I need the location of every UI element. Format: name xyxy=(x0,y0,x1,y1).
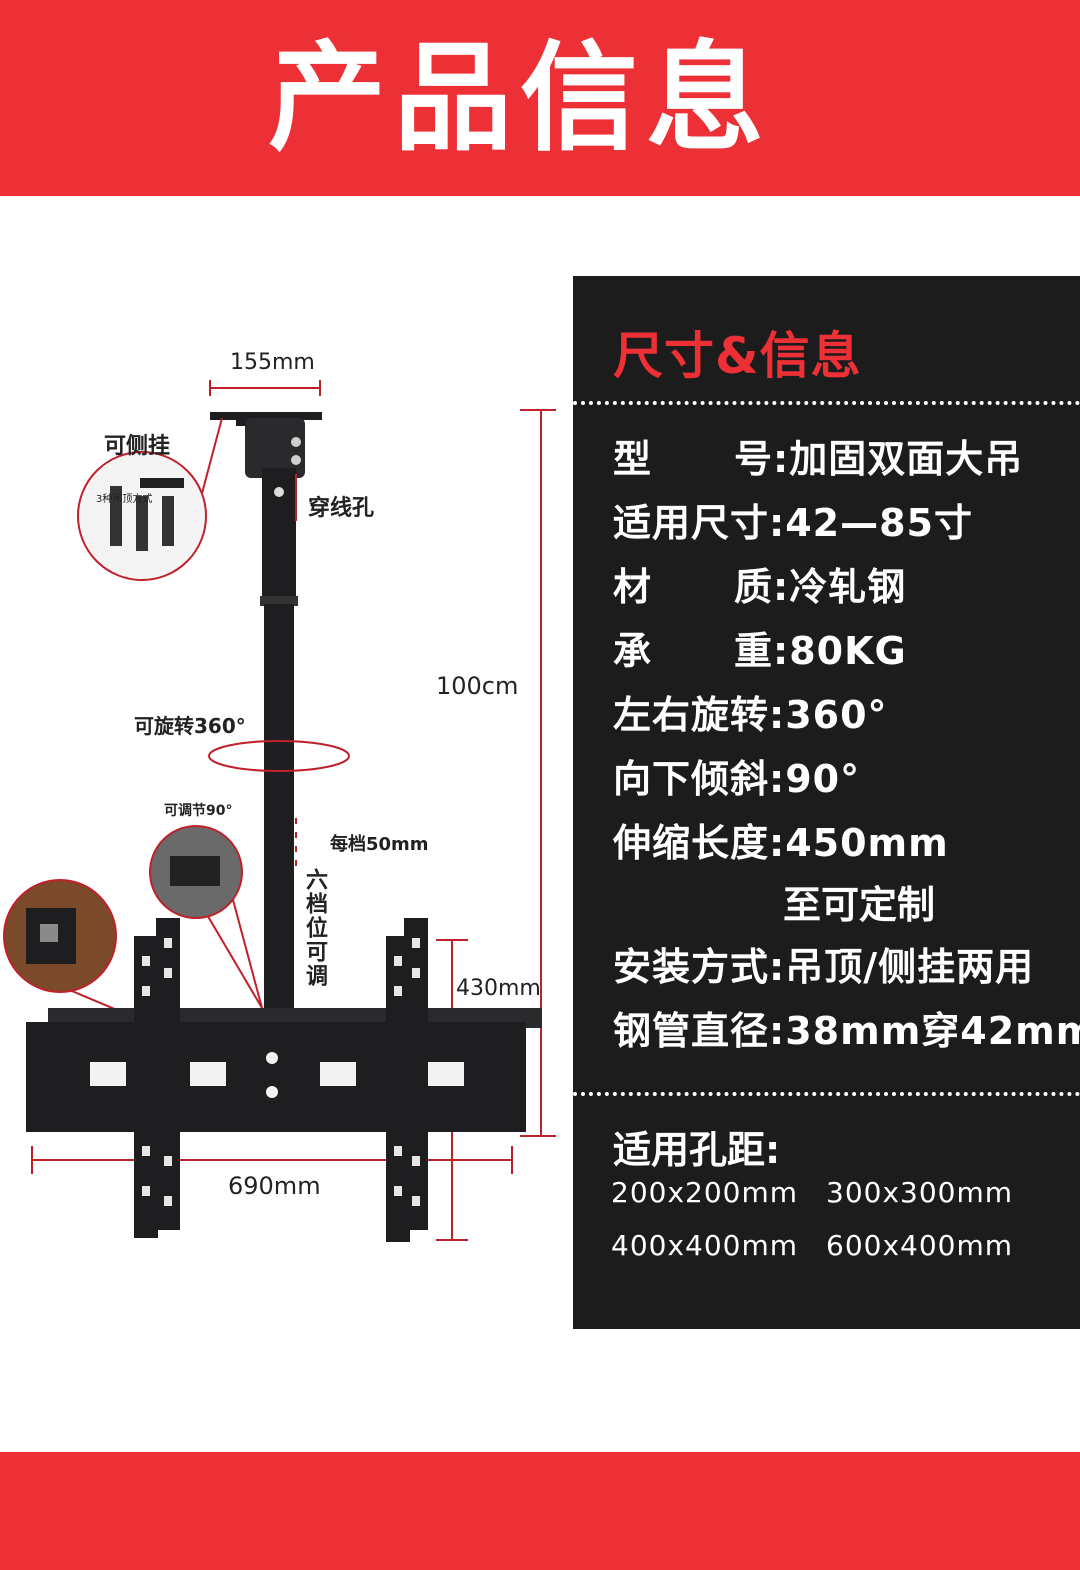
holes-grid: 200x200mm 300x300mm 400x400mm 600x400mm xyxy=(611,1176,1061,1262)
header-banner: 产品信息 xyxy=(0,0,1080,196)
mount-drawing xyxy=(3,380,556,1242)
side-mount-label: 可侧挂 xyxy=(104,434,171,459)
rotate-label: 可旋转360° xyxy=(134,714,246,738)
spec-row-model: 型号:加固双面大吊 xyxy=(613,428,1023,483)
side-mount-inset xyxy=(77,451,207,581)
spec-value: 冷轧钢 xyxy=(789,565,907,609)
spec-value: 42—85寸 xyxy=(785,501,973,545)
mount-modes-label: 3种吊顶方式 xyxy=(96,494,153,505)
tilt-label: 可调节90° xyxy=(164,803,233,819)
spec-value: 吊顶/侧挂两用 xyxy=(785,945,1035,989)
hole-spacing: 400x400mm xyxy=(611,1229,799,1262)
spec-value: 加固双面大吊 xyxy=(789,437,1024,481)
spec-row-custom: 至可定制 xyxy=(783,883,936,927)
spec-row-material: 材质:冷轧钢 xyxy=(613,556,906,611)
page-title: 产品信息 xyxy=(267,29,772,167)
rear-inset xyxy=(3,879,117,993)
product-diagram: 155mm 可侧挂 3种吊顶方式 穿线孔 100cm 可旋转360° 可调节90… xyxy=(0,196,573,1452)
spec-row-tilt: 向下倾斜:90° xyxy=(613,757,861,801)
spec-row-load: 承重:80KG xyxy=(613,629,907,673)
hole-spacing: 200x200mm xyxy=(611,1176,799,1209)
spec-value: 90° xyxy=(785,757,861,801)
hole-spacing: 300x300mm xyxy=(826,1176,1014,1209)
divider-bottom xyxy=(573,1092,1080,1096)
holes-title: 适用孔距: xyxy=(613,1128,781,1172)
spec-row-extension: 伸缩长度:450mm xyxy=(613,821,949,865)
step-label: 每档50mm xyxy=(330,834,429,855)
bracket-height-label: 430mm xyxy=(456,976,541,1001)
spec-row-rotation: 左右旋转:360° xyxy=(613,693,888,737)
spec-row-size: 适用尺寸:42—85寸 xyxy=(613,492,973,547)
spec-value: 450mm xyxy=(785,821,949,865)
tilt-inset xyxy=(149,825,243,919)
hole-spacing: 600x400mm xyxy=(826,1229,1014,1262)
spec-value: 360° xyxy=(785,693,888,737)
six-steps-label: 六档位可调 xyxy=(302,868,327,988)
panel-title: 尺寸&信息 xyxy=(613,327,862,385)
cable-hole-label: 穿线孔 xyxy=(308,496,375,521)
width-label: 690mm xyxy=(228,1172,321,1200)
divider-top xyxy=(573,401,1080,405)
spec-panel: 尺寸&信息 型号:加固双面大吊 适用尺寸:42—85寸 材质:冷轧钢 承重:80… xyxy=(573,276,1080,1329)
spec-value: 80KG xyxy=(789,629,907,673)
dim-top-label: 155mm xyxy=(230,350,315,375)
spec-value: 38mm穿42mm xyxy=(785,1009,1080,1053)
spec-row-pipe: 钢管直径:38mm穿42mm xyxy=(613,1000,1080,1055)
spec-row-install: 安装方式:吊顶/侧挂两用 xyxy=(613,936,1034,991)
height-label: 100cm xyxy=(436,672,519,700)
footer-banner xyxy=(0,1452,1080,1570)
